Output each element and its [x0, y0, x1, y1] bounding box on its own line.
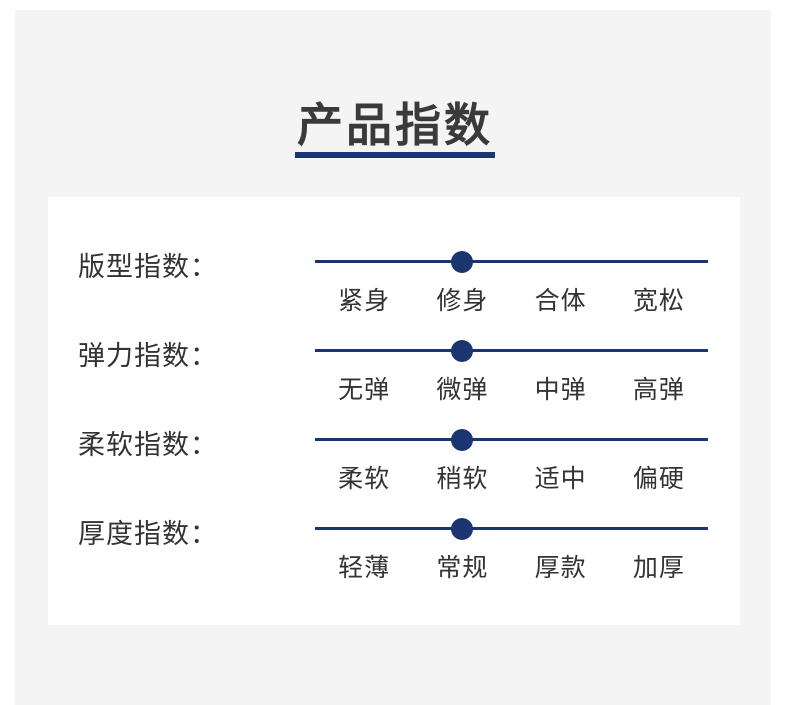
section-header: 产品指数 [0, 100, 790, 158]
slider-dot [451, 517, 474, 540]
option-label: 中弹 [534, 376, 587, 404]
slider-track [315, 517, 708, 540]
index-card: 版型指数： 紧身 修身 合体 宽松 弹力指数： 无弹 微弹 中弹 高弹 [48, 197, 740, 625]
option-label: 微弹 [436, 376, 489, 404]
slider-track [315, 250, 708, 273]
index-label: 柔软指数： [78, 430, 218, 460]
option-labels: 柔软 稍软 适中 偏硬 [315, 459, 708, 495]
slider-dot [451, 339, 474, 362]
slider-dot [451, 250, 474, 273]
option-label: 修身 [436, 287, 489, 315]
option-labels: 紧身 修身 合体 宽松 [315, 281, 708, 317]
title-underline [295, 151, 495, 158]
option-label: 轻薄 [338, 554, 391, 582]
option-label: 紧身 [338, 287, 391, 315]
option-label: 无弹 [338, 376, 391, 404]
option-label: 厚款 [534, 554, 587, 582]
index-slider: 轻薄 常规 厚款 加厚 [315, 500, 708, 589]
slider-track [315, 428, 708, 451]
index-slider: 无弹 微弹 中弹 高弹 [315, 322, 708, 411]
option-labels: 轻薄 常规 厚款 加厚 [315, 548, 708, 584]
index-row-fit: 版型指数： 紧身 修身 合体 宽松 [78, 233, 708, 322]
index-label: 厚度指数： [78, 519, 218, 549]
option-label: 加厚 [632, 554, 685, 582]
index-row-thickness: 厚度指数： 轻薄 常规 厚款 加厚 [78, 500, 708, 589]
option-label: 稍软 [436, 465, 489, 493]
option-labels: 无弹 微弹 中弹 高弹 [315, 370, 708, 406]
page-title: 产品指数 [297, 99, 493, 151]
option-label: 常规 [436, 554, 489, 582]
index-label: 版型指数： [78, 252, 218, 282]
slider-track [315, 339, 708, 362]
index-slider: 柔软 稍软 适中 偏硬 [315, 411, 708, 500]
option-label: 宽松 [632, 287, 685, 315]
section-title-block: 产品指数 [295, 100, 495, 158]
option-label: 适中 [534, 465, 587, 493]
option-label: 高弹 [632, 376, 685, 404]
index-slider: 紧身 修身 合体 宽松 [315, 233, 708, 322]
slider-dot [451, 428, 474, 451]
option-label: 偏硬 [632, 465, 685, 493]
option-label: 合体 [534, 287, 587, 315]
index-row-elasticity: 弹力指数： 无弹 微弹 中弹 高弹 [78, 322, 708, 411]
option-label: 柔软 [338, 465, 391, 493]
index-row-softness: 柔软指数： 柔软 稍软 适中 偏硬 [78, 411, 708, 500]
index-label: 弹力指数： [78, 341, 218, 371]
